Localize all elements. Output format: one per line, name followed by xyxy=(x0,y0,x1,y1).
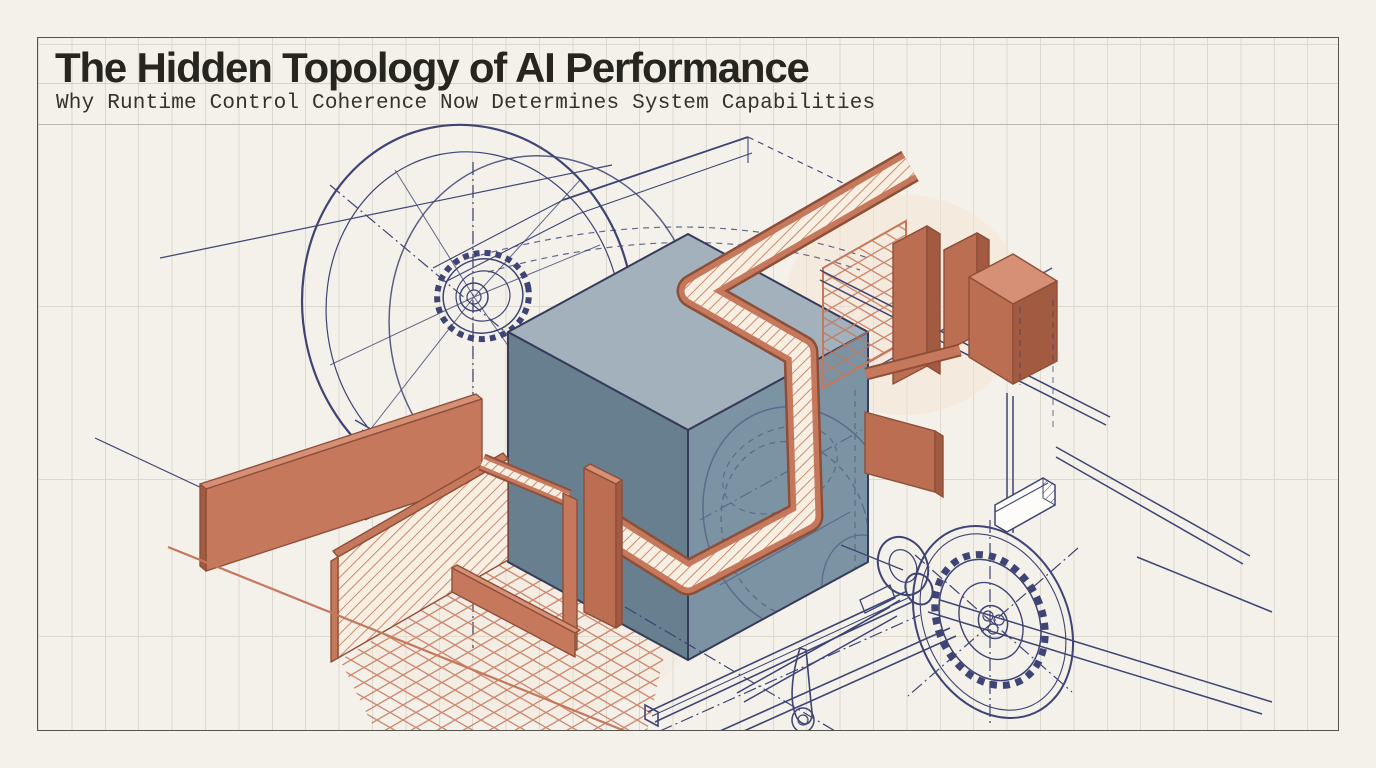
orange-wall-panel xyxy=(199,393,483,572)
right-middle-structures xyxy=(864,343,1273,715)
subtitle-rule xyxy=(38,124,1338,125)
hatched-wall-panel xyxy=(330,452,509,663)
stack-bar-hidden-edges xyxy=(1019,300,1054,430)
control-band xyxy=(600,150,919,596)
grid-horizontal-line xyxy=(38,44,1338,45)
channel-beam xyxy=(994,477,1056,533)
bottom-machinery-lineart xyxy=(624,584,957,730)
page-title: The Hidden Topology of AI Performance xyxy=(55,44,810,91)
stack-bars xyxy=(892,225,1058,385)
page-subtitle: Why Runtime Control Coherence Now Determ… xyxy=(56,92,876,115)
floor-edge-line xyxy=(167,545,626,730)
title-rule xyxy=(38,83,1338,84)
right-gear-lineart xyxy=(736,520,1079,723)
orange-thin-beam xyxy=(864,343,962,381)
bracket-assembly xyxy=(451,453,623,658)
